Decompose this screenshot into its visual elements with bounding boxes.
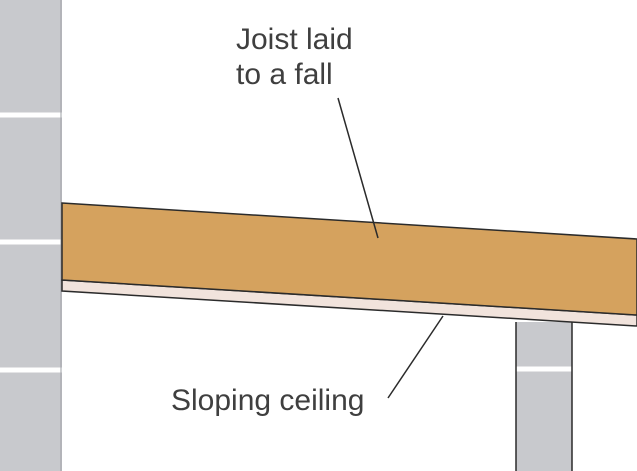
joist-label-line-1: Joist laid (236, 23, 353, 56)
left-wall (0, 0, 62, 471)
right-wall (515, 322, 573, 471)
right-wall-blocks (516, 322, 572, 471)
joist-leader-line (337, 97, 379, 239)
joist-label: Joist laid to a fall (236, 22, 353, 92)
left-wall-blocks (0, 0, 62, 471)
joist (61, 202, 637, 316)
ceiling-label: Sloping ceiling (171, 384, 365, 417)
joist-label-line-2: to a fall (236, 58, 333, 91)
ceiling-leader-line (387, 315, 444, 399)
